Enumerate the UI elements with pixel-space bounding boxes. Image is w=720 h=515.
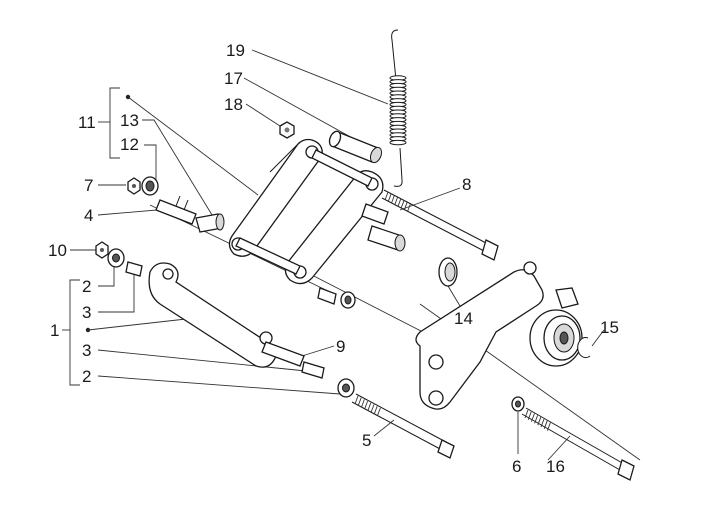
bolt-thread xyxy=(406,203,411,213)
bolt-thread xyxy=(524,409,529,419)
bolt-part-5 xyxy=(351,393,455,459)
bushing-part-2-upper xyxy=(107,248,125,268)
bolt-thread xyxy=(537,417,542,426)
bolt-thread xyxy=(387,193,392,202)
bolt-thread xyxy=(546,422,551,431)
bushing-center xyxy=(317,203,406,309)
callout-9: 9 xyxy=(336,337,345,356)
callout-2-lower: 2 xyxy=(82,367,91,386)
bolt-thread xyxy=(360,399,365,408)
callout-3-lower: 3 xyxy=(82,341,91,360)
bolt-thread xyxy=(370,404,375,413)
callout-14: 14 xyxy=(454,309,473,328)
pin-part-9 xyxy=(261,341,325,379)
pin-part-4 xyxy=(155,195,197,225)
circlip-part-15 xyxy=(577,337,591,359)
sleeve-part-17 xyxy=(328,130,383,164)
nut-part-7 xyxy=(127,177,141,195)
bolt-thread xyxy=(390,195,395,204)
callout-1: 1 xyxy=(50,321,59,340)
bolt-thread xyxy=(394,196,399,206)
arm-part-1 xyxy=(148,262,277,368)
bolt-thread xyxy=(376,407,381,417)
callout-7: 7 xyxy=(84,176,93,195)
callout-19: 19 xyxy=(226,41,245,60)
callout-3-upper: 3 xyxy=(82,303,91,322)
crossbar-rod xyxy=(235,149,373,275)
callout-18: 18 xyxy=(224,95,243,114)
leader-lines xyxy=(62,49,641,461)
callout-17: 17 xyxy=(224,69,243,88)
spring-coil xyxy=(389,139,407,146)
callout-8: 8 xyxy=(462,175,471,194)
callout-11: 11 xyxy=(78,113,96,132)
bolt-thread xyxy=(534,415,539,424)
spacer-part-12 xyxy=(141,176,159,196)
bolt-thread xyxy=(354,395,359,405)
callout-12: 12 xyxy=(120,135,139,154)
bolt-thread xyxy=(403,202,408,211)
bolt-thread xyxy=(367,402,372,411)
bolt-thread xyxy=(373,406,378,415)
callout-labels: 19 17 18 11 13 12 7 4 10 2 3 1 3 2 9 8 1… xyxy=(48,41,619,476)
bushing-part-3-upper xyxy=(125,261,143,277)
callout-5: 5 xyxy=(362,431,371,450)
swing-arm-bracket xyxy=(415,261,579,410)
callout-10: 10 xyxy=(48,241,67,260)
hub-drum xyxy=(529,309,583,367)
callout-4: 4 xyxy=(84,206,93,225)
bolt-thread xyxy=(400,200,405,209)
callout-15: 15 xyxy=(600,318,619,337)
bolt-thread xyxy=(357,397,362,406)
pin-part-13 xyxy=(195,213,225,233)
nut-part-14 xyxy=(438,257,458,287)
bolt-part-16 xyxy=(521,407,635,481)
nut-part-18 xyxy=(279,121,295,139)
bolt-thread xyxy=(397,198,402,207)
washer-part-6 xyxy=(511,396,525,412)
callout-6: 6 xyxy=(512,457,521,476)
bolt-thread xyxy=(527,411,532,420)
bolt-thread xyxy=(364,400,369,410)
bolt-thread xyxy=(530,413,535,422)
spring-part-19 xyxy=(389,29,407,187)
nut-part-10 xyxy=(95,241,109,259)
bolt-thread xyxy=(384,191,389,201)
callout-16: 16 xyxy=(546,457,565,476)
bolt-thread xyxy=(543,420,548,429)
bushing-part-2-lower xyxy=(337,378,355,398)
bolt-part-8 xyxy=(381,189,499,261)
callout-2-upper: 2 xyxy=(82,277,91,296)
callout-13: 13 xyxy=(120,111,139,130)
bolt-thread xyxy=(540,418,545,428)
